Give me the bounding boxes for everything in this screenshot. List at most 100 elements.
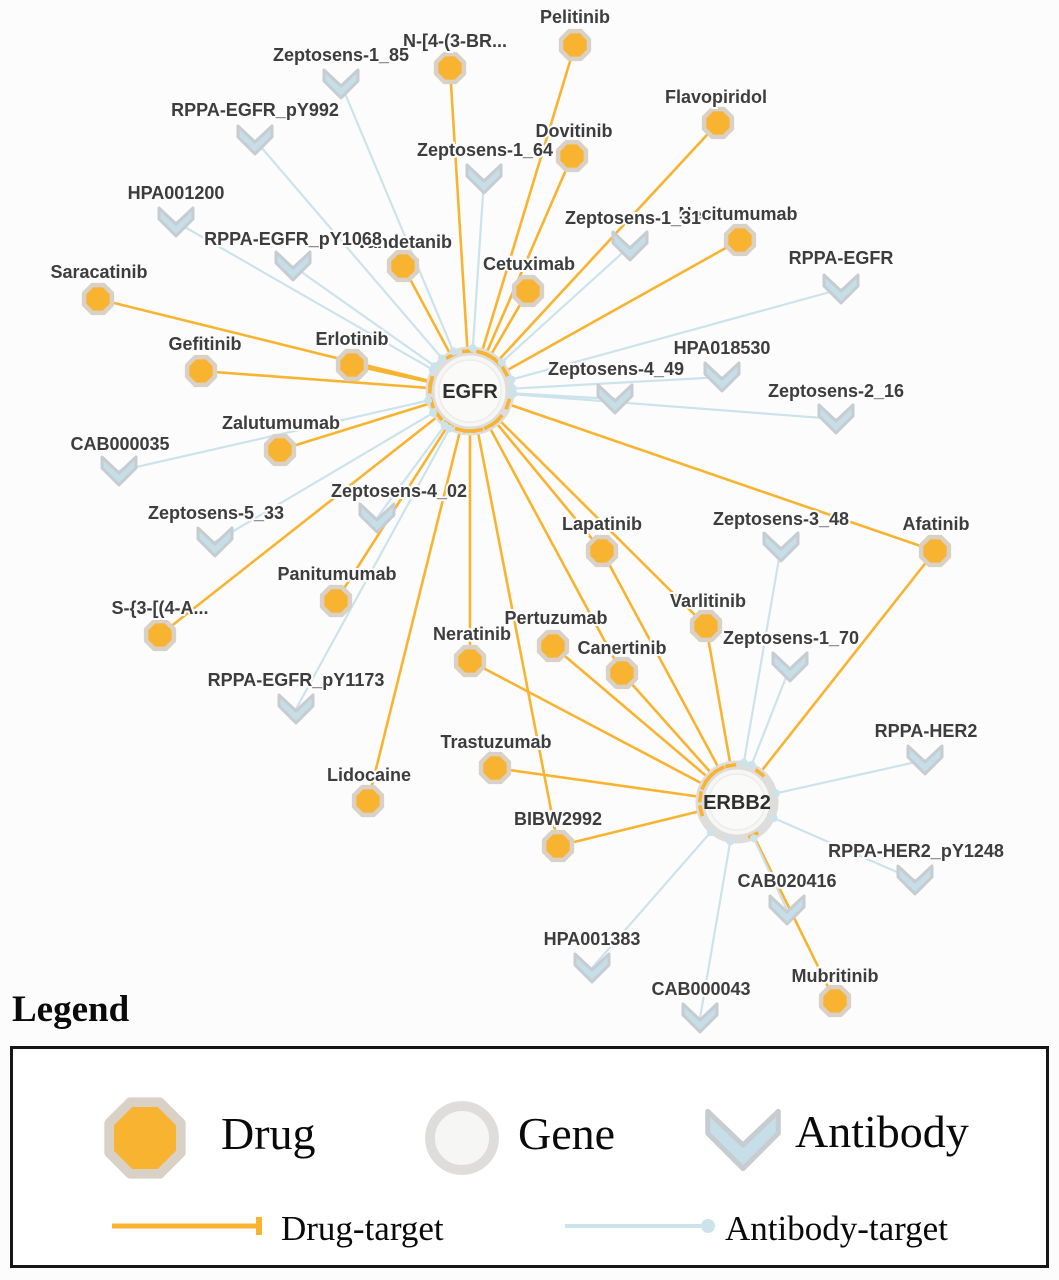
drug-target-cap — [454, 426, 467, 433]
antibody-target-edge — [501, 245, 631, 363]
drug-node[interactable] — [585, 534, 619, 568]
antibody-node[interactable] — [157, 206, 195, 238]
antibody-node[interactable] — [274, 250, 312, 282]
drug-node[interactable] — [511, 274, 545, 308]
antibody-target-edge — [511, 287, 842, 381]
antibody-target-edge — [750, 666, 792, 766]
antibody-node[interactable] — [100, 455, 138, 487]
drug-target-edge — [504, 238, 741, 373]
legend-label-antibody: Antibody — [795, 1106, 969, 1157]
drug-node[interactable] — [319, 584, 353, 618]
node-label: Zeptosens-1_85 — [273, 45, 409, 65]
antibody-node[interactable] — [236, 124, 274, 156]
drug-node[interactable] — [541, 829, 575, 863]
drug-node[interactable] — [818, 984, 852, 1018]
legend-label-antibody-target: Antibody-target — [725, 1209, 948, 1248]
drug-target-edge — [600, 550, 721, 771]
drug-target-cap — [703, 772, 714, 784]
antibody-node[interactable] — [896, 864, 934, 896]
antibody-target-dot — [769, 814, 778, 823]
antibody-target-dot — [749, 834, 758, 843]
drug-target-edge — [557, 809, 702, 848]
antibody-target-edge — [752, 837, 788, 911]
drug-target-edge — [279, 401, 433, 452]
drug-node[interactable] — [81, 282, 115, 316]
drug-node[interactable] — [478, 751, 512, 785]
antibody-target-dot — [468, 344, 477, 353]
antibody-target-edge — [339, 83, 455, 352]
node-label: CAB020416 — [737, 871, 836, 891]
node-label: Zeptosens-4_49 — [548, 359, 684, 379]
antibody-node[interactable] — [596, 383, 634, 415]
legend-label-gene: Gene — [518, 1108, 616, 1159]
drug-node[interactable] — [263, 433, 297, 467]
node-label: Flavopiridol — [665, 87, 767, 107]
node-label: Zeptosens-1_70 — [723, 628, 859, 648]
drug-node[interactable] — [143, 618, 177, 652]
node-label: Zeptosens-1_64 — [417, 140, 553, 160]
drug-target-edge — [552, 645, 710, 780]
antibody-node[interactable] — [906, 744, 944, 776]
antibody-node[interactable] — [573, 952, 611, 984]
antibody-target-dot — [747, 760, 756, 769]
node-label: Necitumumab — [678, 204, 797, 224]
antibody-node[interactable] — [771, 651, 809, 683]
drug-node[interactable] — [184, 354, 218, 388]
antibody-node[interactable] — [277, 693, 315, 725]
antibody-node[interactable] — [703, 361, 741, 393]
node-label: Mubritinib — [792, 966, 879, 986]
node-label: Afatinib — [903, 514, 970, 534]
antibody-node[interactable] — [465, 163, 503, 195]
gene-label: EGFR — [442, 381, 498, 403]
antibody-node[interactable] — [681, 1002, 719, 1034]
node-label: HPA018530 — [674, 338, 771, 358]
edge-endpoint-layer — [424, 344, 781, 846]
antibody-target-dot — [508, 390, 517, 399]
node-label: Zeptosens-2_16 — [768, 381, 904, 401]
drug-node[interactable] — [558, 28, 592, 62]
node-label: Dovitinib — [536, 121, 613, 141]
drug-node[interactable] — [335, 348, 369, 382]
antibody-node[interactable] — [768, 894, 806, 926]
drug-target-edge — [401, 265, 453, 357]
antibody-node[interactable] — [817, 403, 855, 435]
node-label: Zeptosens-4_02 — [331, 481, 467, 501]
antibody-node[interactable] — [611, 230, 649, 262]
drug-target-cap — [698, 805, 705, 817]
antibody-target-dot — [449, 347, 458, 356]
antibody-target-dot — [438, 354, 447, 363]
drug-node[interactable] — [453, 644, 487, 678]
drug-node[interactable] — [386, 249, 420, 283]
antibody-node[interactable] — [762, 531, 800, 563]
drug-node[interactable] — [605, 656, 639, 690]
drug-node[interactable] — [689, 609, 723, 643]
antibody-node[interactable] — [196, 526, 234, 558]
antibody-target-edge — [471, 178, 486, 349]
drug-target-edge — [366, 429, 462, 802]
antibody-target-edge — [698, 841, 732, 1019]
drug-node[interactable] — [351, 784, 385, 818]
node-label: Saracatinib — [50, 262, 147, 282]
antibody-node[interactable] — [358, 502, 396, 534]
drug-node[interactable] — [555, 139, 589, 173]
drug-node[interactable] — [918, 534, 952, 568]
drug-node[interactable] — [701, 106, 735, 140]
legend-title: Legend — [12, 989, 130, 1030]
drug-node[interactable] — [433, 51, 467, 85]
drug-node[interactable] — [723, 223, 757, 257]
drug-target-edge — [621, 672, 714, 776]
label-layer: EGFRERBB2PelitinibN-[4-(3-BR...Flavopiri… — [48, 5, 1005, 1001]
antibody-node[interactable] — [322, 68, 360, 100]
drug-target-edge — [494, 766, 701, 799]
antibody-target-edge — [512, 393, 837, 421]
antibody-target-edge — [512, 375, 723, 390]
drug-node[interactable] — [536, 629, 570, 663]
antibody-target-edge — [214, 411, 434, 543]
antibody-target-dot — [429, 408, 438, 417]
antibody-target-dot — [726, 837, 735, 846]
node-label: Trastuzumab — [440, 732, 551, 752]
drug-legend-icon — [101, 1094, 189, 1187]
antibody-node[interactable] — [822, 273, 860, 305]
gene-legend-icon — [421, 1097, 503, 1184]
node-label: Pertuzumab — [504, 608, 607, 628]
